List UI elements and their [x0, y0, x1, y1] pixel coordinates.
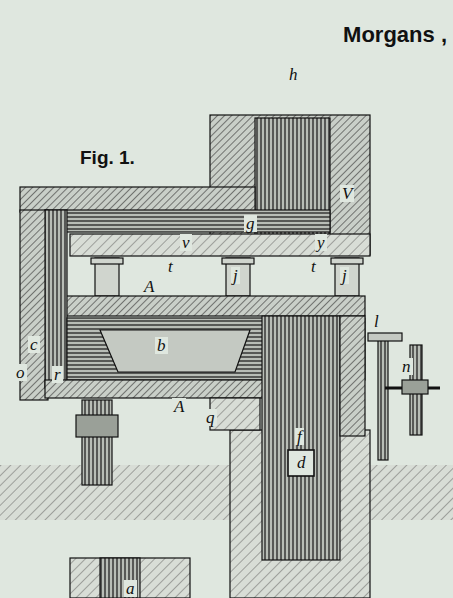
part-letter: g: [244, 215, 257, 232]
part-letter: y: [315, 234, 327, 251]
part-letter: A: [172, 398, 186, 415]
part-letter: t: [166, 258, 175, 275]
part-letter: v: [180, 234, 192, 251]
part-letter: o: [14, 364, 27, 381]
part-letter: h: [287, 66, 300, 83]
part-letter: l: [372, 313, 381, 330]
part-letter: d: [295, 454, 308, 471]
part-letter: A: [142, 278, 156, 295]
part-letter: q: [204, 409, 217, 426]
part-letter: j: [231, 267, 240, 284]
part-letter: j: [340, 267, 349, 284]
part-letter: f: [295, 428, 304, 445]
part-letter: r: [52, 366, 63, 383]
figure-label: Fig. 1.: [78, 148, 137, 167]
part-letter: b: [155, 337, 168, 354]
part-letter: V: [340, 185, 354, 202]
part-letter: a: [124, 580, 137, 597]
plate-title: Morgans ,: [343, 24, 447, 46]
part-letter: c: [28, 336, 40, 353]
part-letter: n: [400, 358, 413, 375]
part-letter: t: [309, 258, 318, 275]
